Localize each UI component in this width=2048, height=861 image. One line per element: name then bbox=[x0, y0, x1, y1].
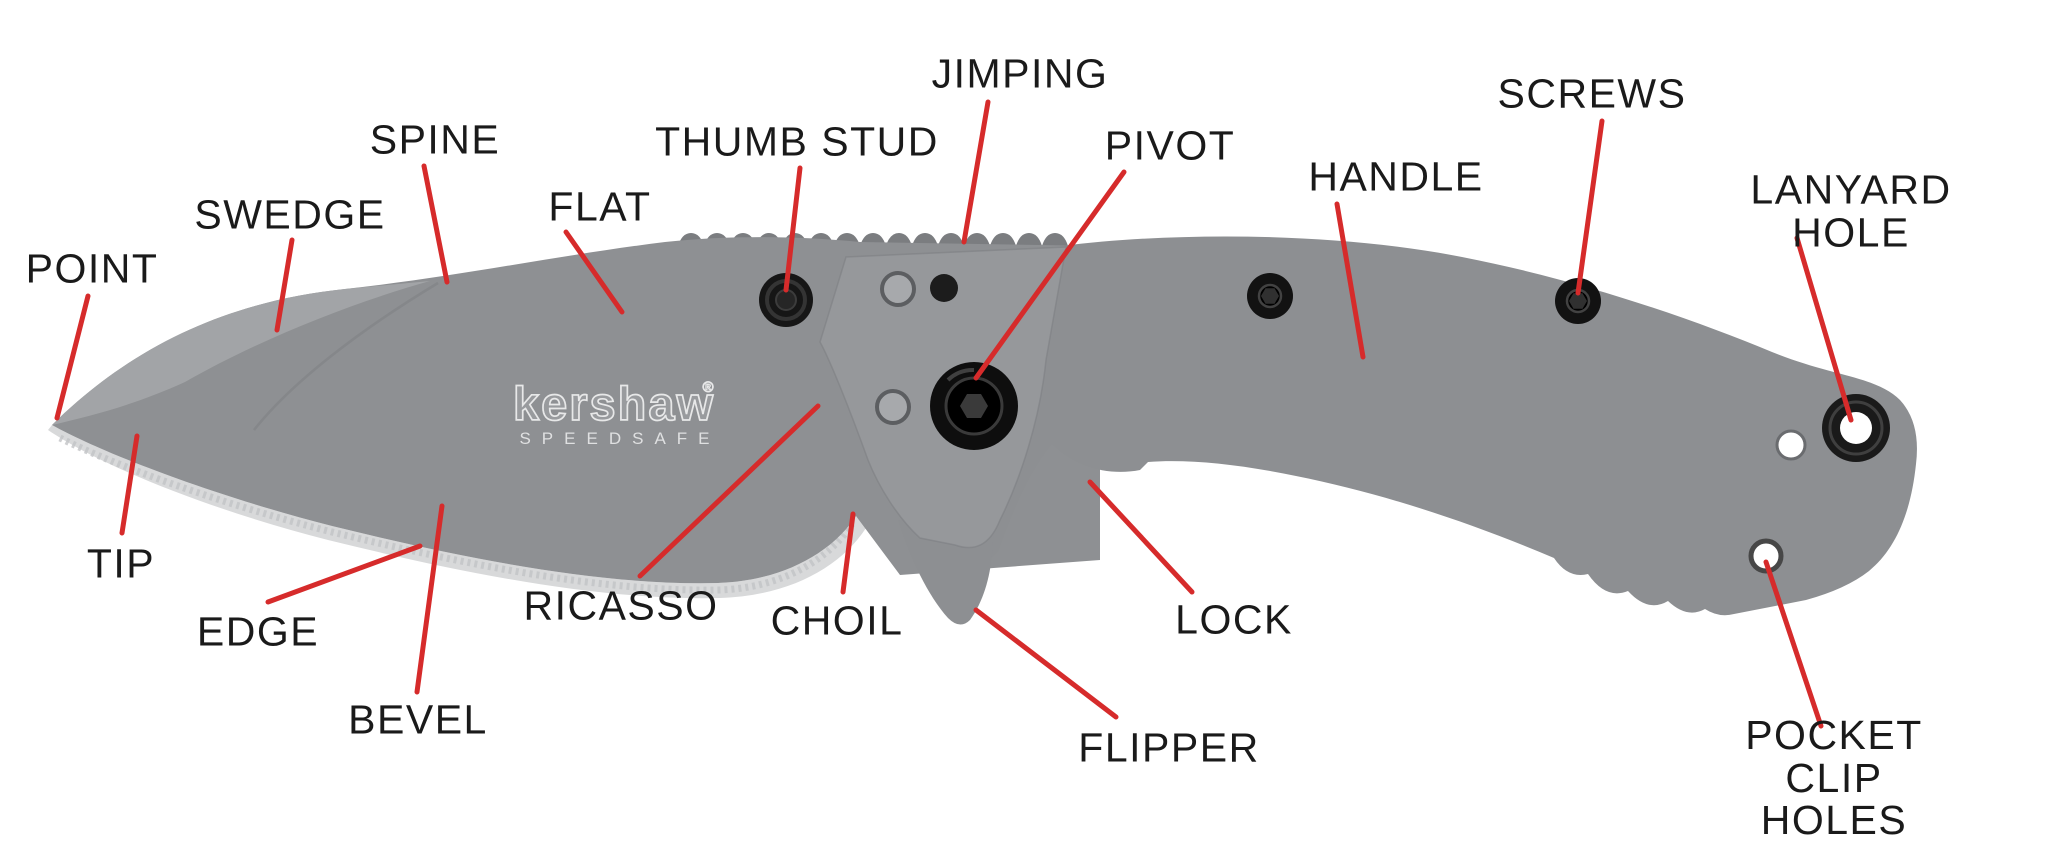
logo-text: kershaw bbox=[513, 377, 715, 430]
leader-line-lock bbox=[1087, 479, 1195, 595]
leader-line-flat bbox=[563, 229, 625, 315]
leader-line-flipper bbox=[973, 607, 1119, 720]
leader-line-screws bbox=[1575, 118, 1605, 296]
leader-line-jimping bbox=[961, 99, 991, 245]
leader-line-spine bbox=[421, 163, 450, 285]
edge-band bbox=[48, 425, 866, 599]
logo-registered-mark: ® bbox=[702, 379, 713, 396]
leader-line-lanyard-hole bbox=[1794, 235, 1854, 423]
leader-line-edge bbox=[265, 543, 423, 605]
leader-lines bbox=[54, 99, 1854, 729]
leader-line-tip bbox=[119, 433, 140, 536]
plate-standoff-lower bbox=[875, 389, 911, 425]
logo-subtext: SPEEDSAFE bbox=[519, 429, 720, 448]
leader-line-thumb-stud bbox=[783, 165, 803, 293]
handle-shape bbox=[985, 236, 1917, 616]
plate-standoff-upper bbox=[880, 271, 916, 307]
kershaw-logo: kershaw ® SPEEDSAFE bbox=[512, 376, 720, 448]
leader-line-pocket-clip-holes bbox=[1763, 559, 1824, 729]
lanyard-hole-part bbox=[1822, 394, 1890, 462]
leader-line-choil bbox=[840, 511, 856, 595]
leader-line-bevel bbox=[414, 503, 445, 695]
leader-line-handle bbox=[1334, 201, 1366, 360]
edge-serration-texture bbox=[58, 434, 855, 594]
swedge-facet bbox=[52, 281, 430, 425]
handle-screw-front bbox=[1247, 273, 1293, 319]
pivot-screw bbox=[930, 362, 1018, 450]
grind-line bbox=[253, 281, 439, 431]
leader-line-ricasso bbox=[637, 403, 821, 579]
plate-hole-black bbox=[930, 274, 958, 302]
pocket-clip-hole-upper bbox=[1775, 429, 1807, 461]
pocket-clip-hole-lower bbox=[1748, 538, 1784, 574]
handle-screw-rear bbox=[1555, 278, 1601, 324]
leader-line-pivot bbox=[973, 169, 1127, 381]
leader-line-swedge bbox=[274, 237, 295, 333]
leader-line-point bbox=[54, 293, 91, 421]
